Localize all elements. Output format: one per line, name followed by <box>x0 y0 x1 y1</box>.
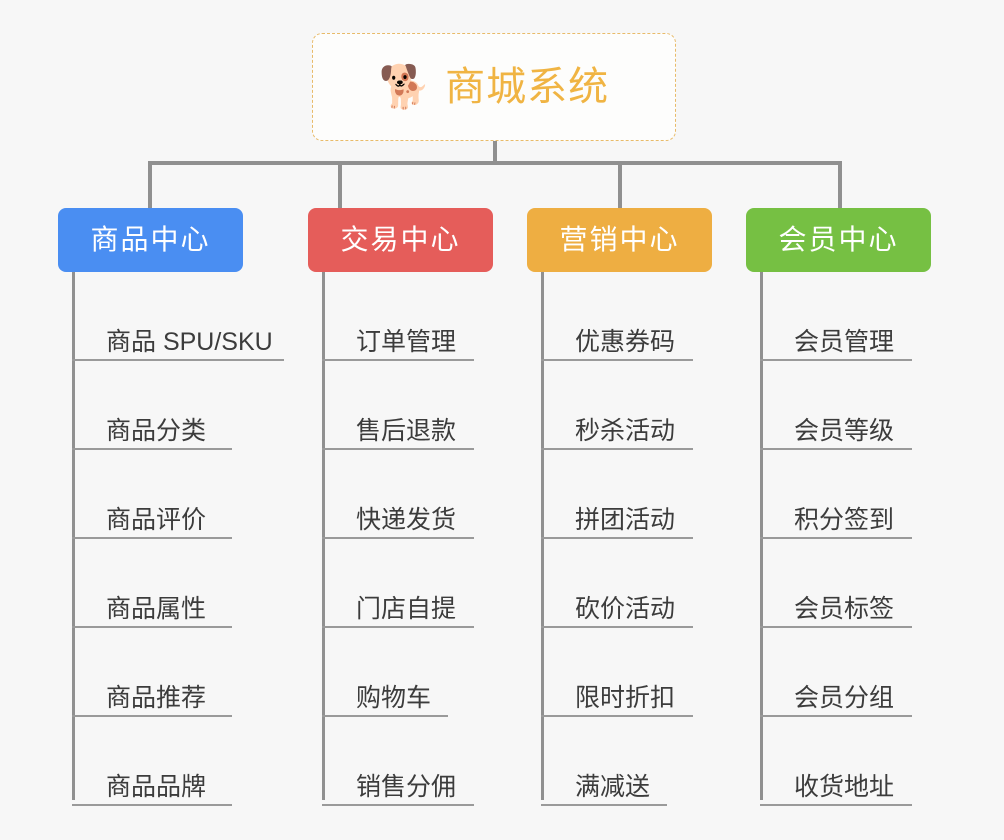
leaf-label: 商品 SPU/SKU <box>106 328 273 356</box>
leaf-item[interactable]: 商品评价 <box>72 450 287 539</box>
connector-drop-marketing-center <box>618 161 622 209</box>
leaf-underline <box>322 359 474 361</box>
leaf-item[interactable]: 订单管理 <box>322 272 474 361</box>
leaf-item[interactable]: 快递发货 <box>322 450 474 539</box>
leaf-underline <box>760 537 912 539</box>
category-label: 营销中心 <box>559 224 680 255</box>
leaf-underline <box>72 626 232 628</box>
leaf-underline <box>760 804 912 806</box>
leaf-underline <box>72 448 232 450</box>
connector-horizontal-bus <box>148 161 842 165</box>
root-node[interactable]: 🐕 商城系统 <box>312 33 676 141</box>
leaf-label: 售后退款 <box>356 417 457 445</box>
leaf-label: 优惠券码 <box>575 328 676 356</box>
leaf-underline <box>541 715 693 717</box>
column-trunk-line <box>541 272 544 800</box>
connector-drop-member-center <box>838 161 842 209</box>
category-header-trade-center[interactable]: 交易中心 <box>308 208 493 272</box>
leaf-item[interactable]: 砍价活动 <box>541 539 693 628</box>
column-trunk-line <box>72 272 75 800</box>
column-trunk-line <box>322 272 325 800</box>
leaf-item[interactable]: 门店自提 <box>322 539 474 628</box>
leaf-label: 会员分组 <box>794 684 895 712</box>
leaf-label: 限时折扣 <box>575 684 676 712</box>
leaf-label: 会员管理 <box>794 328 895 356</box>
category-label: 会员中心 <box>778 224 899 255</box>
leaf-underline <box>541 359 693 361</box>
leaf-item[interactable]: 商品属性 <box>72 539 287 628</box>
leaf-list-product-center: 商品 SPU/SKU 商品分类商品评价商品属性商品推荐商品品牌 <box>72 272 287 806</box>
leaf-label: 商品品牌 <box>106 773 207 801</box>
leaf-label: 订单管理 <box>356 328 457 356</box>
connector-drop-trade-center <box>338 161 342 209</box>
leaf-underline <box>760 626 912 628</box>
leaf-label: 会员标签 <box>794 595 895 623</box>
leaf-item[interactable]: 秒杀活动 <box>541 361 693 450</box>
connector-drop-product-center <box>148 161 152 209</box>
leaf-label: 销售分佣 <box>356 773 457 801</box>
leaf-label: 快递发货 <box>356 506 457 534</box>
leaf-item[interactable]: 会员标签 <box>760 539 912 628</box>
leaf-item[interactable]: 商品 SPU/SKU <box>72 272 287 361</box>
leaf-underline <box>322 448 474 450</box>
shiba-dog-emoji-icon: 🐕 <box>378 63 432 110</box>
leaf-label: 秒杀活动 <box>575 417 676 445</box>
leaf-item[interactable]: 商品品牌 <box>72 717 287 806</box>
leaf-underline <box>541 804 667 806</box>
leaf-item[interactable]: 会员分组 <box>760 628 912 717</box>
leaf-item[interactable]: 销售分佣 <box>322 717 474 806</box>
leaf-label: 满减送 <box>575 773 651 801</box>
category-header-member-center[interactable]: 会员中心 <box>746 208 931 272</box>
leaf-label: 积分签到 <box>794 506 895 534</box>
connector-root-stem <box>493 141 497 165</box>
leaf-underline <box>760 715 912 717</box>
leaf-item[interactable]: 购物车 <box>322 628 470 717</box>
leaf-item[interactable]: 满减送 <box>541 717 689 806</box>
leaf-label: 会员等级 <box>794 417 895 445</box>
leaf-underline <box>541 448 693 450</box>
leaf-item[interactable]: 限时折扣 <box>541 628 693 717</box>
leaf-label: 商品评价 <box>106 506 207 534</box>
leaf-list-marketing-center: 优惠券码秒杀活动拼团活动砍价活动限时折扣满减送 <box>541 272 693 806</box>
leaf-list-member-center: 会员管理会员等级积分签到会员标签会员分组收货地址 <box>760 272 912 806</box>
leaf-underline <box>322 626 474 628</box>
leaf-item[interactable]: 积分签到 <box>760 450 912 539</box>
category-header-product-center[interactable]: 商品中心 <box>58 208 243 272</box>
leaf-item[interactable]: 优惠券码 <box>541 272 693 361</box>
leaf-list-trade-center: 订单管理售后退款快递发货门店自提购物车销售分佣 <box>322 272 474 806</box>
leaf-label: 商品推荐 <box>106 684 207 712</box>
category-label: 商品中心 <box>90 224 211 255</box>
leaf-underline <box>760 448 912 450</box>
root-title: 商城系统 <box>445 65 610 109</box>
leaf-item[interactable]: 会员等级 <box>760 361 912 450</box>
category-header-marketing-center[interactable]: 营销中心 <box>527 208 712 272</box>
leaf-item[interactable]: 商品推荐 <box>72 628 287 717</box>
leaf-label: 拼团活动 <box>575 506 676 534</box>
leaf-item[interactable]: 会员管理 <box>760 272 912 361</box>
leaf-underline <box>72 359 284 361</box>
column-trunk-line <box>760 272 763 800</box>
leaf-label: 收货地址 <box>794 773 895 801</box>
leaf-item[interactable]: 拼团活动 <box>541 450 693 539</box>
leaf-underline <box>322 537 474 539</box>
leaf-underline <box>322 804 474 806</box>
leaf-underline <box>541 626 693 628</box>
leaf-item[interactable]: 商品分类 <box>72 361 287 450</box>
leaf-label: 商品属性 <box>106 595 207 623</box>
leaf-item[interactable]: 收货地址 <box>760 717 912 806</box>
leaf-label: 商品分类 <box>106 417 207 445</box>
leaf-underline <box>72 537 232 539</box>
leaf-underline <box>322 715 448 717</box>
leaf-label: 砍价活动 <box>575 595 676 623</box>
leaf-underline <box>760 359 912 361</box>
leaf-underline <box>541 537 693 539</box>
leaf-item[interactable]: 售后退款 <box>322 361 474 450</box>
leaf-label: 门店自提 <box>356 595 457 623</box>
category-label: 交易中心 <box>340 224 461 255</box>
leaf-label: 购物车 <box>356 684 432 712</box>
leaf-underline <box>72 804 232 806</box>
leaf-underline <box>72 715 232 717</box>
